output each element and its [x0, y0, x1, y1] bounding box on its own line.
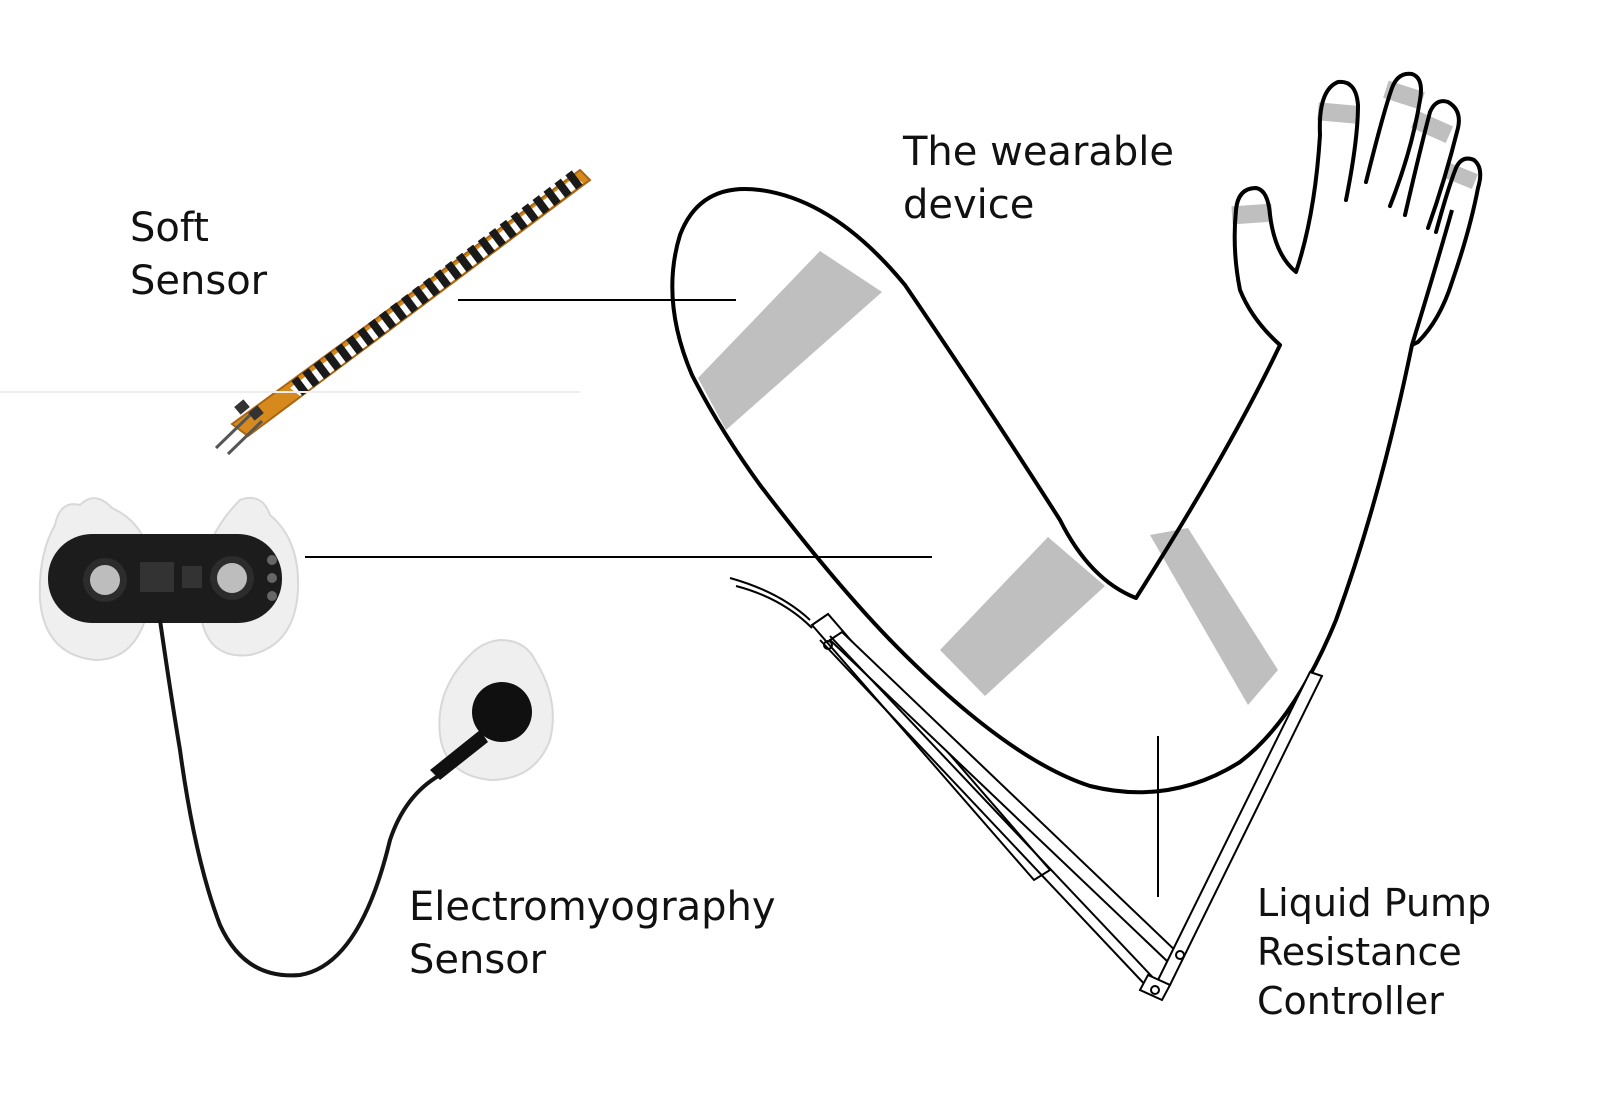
sensor-trace-segment — [302, 368, 320, 388]
sensor-trace-segment — [466, 244, 484, 264]
sensor-trace-segment — [368, 318, 386, 338]
sensor-trace-segment — [390, 302, 408, 322]
pump-linkage — [729, 577, 1324, 1002]
sensor-trace-segment — [357, 326, 375, 347]
sensor-trace-segment — [291, 376, 309, 396]
sensor-trace-segment — [379, 310, 397, 330]
finger-band-ring — [1410, 111, 1454, 143]
sensor-pad-2 — [248, 405, 264, 421]
forearm-band — [1150, 528, 1278, 705]
sensor-trace-segment — [422, 277, 441, 297]
sensor-trace-segment — [455, 252, 474, 272]
sensor-trace-segment — [543, 186, 561, 207]
pump-joint-pin — [823, 640, 833, 650]
label-emg-sensor: Electromyography Sensor — [409, 881, 776, 987]
snap-left — [90, 565, 120, 595]
label-soft-line-1: Soft — [130, 205, 209, 251]
sensor-trace-segment — [433, 269, 452, 289]
snap-right — [217, 563, 247, 593]
elbow-band — [940, 537, 1105, 696]
label-emg-line-1: Electromyography — [409, 884, 776, 930]
cable-connector — [430, 730, 488, 780]
sensor-trace-segment — [346, 335, 364, 355]
emg-cable — [158, 619, 441, 978]
pump-tube-1 — [729, 577, 811, 621]
label-pump-line-1: Liquid Pump — [1257, 881, 1492, 925]
sensor-trace-segment — [554, 178, 572, 198]
sensor-trace-segment — [335, 343, 353, 363]
upper-arm-band — [698, 251, 882, 430]
label-pump-line-2: Resistance — [1257, 930, 1462, 974]
hand-contour — [1232, 71, 1483, 347]
arm-outline — [670, 71, 1483, 795]
finger-band-thumb — [1231, 203, 1273, 225]
pump-rod — [828, 630, 1182, 964]
arm-contour — [670, 187, 1454, 795]
pump-joint-pin-2 — [1175, 950, 1185, 960]
label-wearable-line-1: The wearable — [903, 129, 1175, 175]
sensor-trace-segment — [565, 170, 583, 190]
soft-sensor-image — [214, 168, 592, 456]
pump-tube-2 — [735, 585, 813, 629]
pump-rod-edge — [819, 639, 1151, 991]
board-hole — [267, 555, 277, 565]
sensor-trace-segment — [477, 236, 495, 256]
sensor-trace-segment — [324, 351, 342, 371]
sensor-trace-segment — [400, 294, 419, 314]
label-wearable-line-2: device — [903, 182, 1035, 228]
soft-sensor-traces — [291, 170, 583, 396]
sensor-trace-segment — [499, 219, 517, 240]
emg-chip — [140, 562, 174, 592]
pump-pivot — [1138, 973, 1172, 1002]
finger-band-pinky — [1444, 162, 1478, 190]
label-emg-line-2: Sensor — [409, 937, 547, 983]
sensor-trace-segment — [313, 359, 331, 380]
sensor-trace-segment — [411, 285, 430, 305]
label-soft-sensor: Soft Sensor — [130, 202, 267, 308]
sensor-trace-segment — [532, 195, 550, 215]
board-hole — [267, 591, 277, 601]
sensor-trace-segment — [521, 203, 539, 223]
sensor-pin-1 — [214, 413, 252, 450]
sensor-trace-segment — [510, 211, 528, 231]
sensor-pin-2 — [226, 419, 264, 456]
label-pump-line-3: Controller — [1257, 979, 1444, 1023]
finger-band-index — [1317, 102, 1357, 124]
sensor-trace-segment — [488, 228, 506, 248]
wrist-join — [1411, 340, 1419, 347]
electrode-button — [472, 682, 532, 742]
label-wearable-device: The wearable device — [903, 126, 1174, 232]
label-liquid-pump: Liquid Pump Resistance Controller — [1257, 879, 1491, 1026]
emg-chip-2 — [182, 566, 202, 588]
label-soft-line-2: Sensor — [130, 258, 268, 304]
emg-sensor-image — [38, 496, 554, 978]
sensor-pad-1 — [234, 399, 250, 415]
pump-pivot-pin — [1150, 985, 1160, 995]
pump-rod-edge-2 — [829, 635, 1161, 986]
board-hole — [267, 573, 277, 583]
sensor-trace-segment — [444, 261, 463, 281]
